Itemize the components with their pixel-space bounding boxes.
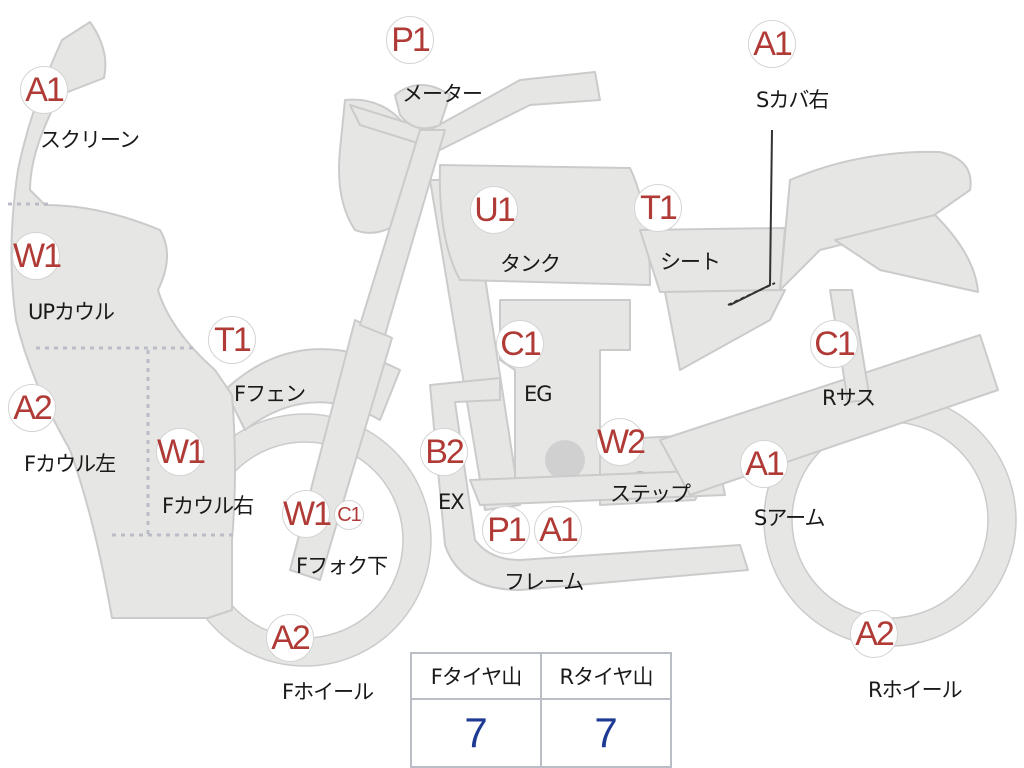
- tire-tread-table: Fタイヤ山 Rタイヤ山 7 7: [410, 652, 672, 768]
- part-label: Rホイール: [868, 678, 963, 702]
- grade-badge: C1: [810, 320, 858, 368]
- grade-badge: A1: [748, 20, 796, 68]
- part-label: ステップ: [610, 482, 691, 506]
- grade-badge-secondary: A1: [534, 506, 582, 554]
- grade-badge: A1: [20, 66, 68, 114]
- part-label: Fカウル右: [162, 494, 254, 518]
- grade-badge: C1: [496, 320, 544, 368]
- part-label: フレーム: [504, 570, 584, 594]
- part-label: メーター: [402, 82, 483, 106]
- part-label: タンク: [500, 252, 561, 276]
- grade-badge: P1: [482, 506, 530, 554]
- grade-badge: W1: [282, 490, 332, 538]
- grade-badge: A2: [8, 384, 56, 432]
- part-label: Fカウル左: [24, 452, 116, 476]
- grade-badge: T1: [634, 184, 682, 232]
- part-label: シート: [660, 250, 721, 274]
- part-label: Fホイール: [282, 680, 374, 704]
- grade-badge: A2: [266, 614, 314, 662]
- part-label: Fフェン: [234, 382, 306, 406]
- grade-badge: B2: [420, 428, 468, 476]
- rear-tire-tread-value: 7: [540, 698, 672, 768]
- part-label: Rサス: [822, 386, 876, 410]
- grade-badge: T1: [208, 316, 256, 364]
- front-tire-tread-header: Fタイヤ山: [410, 652, 542, 700]
- part-label: EX: [438, 490, 465, 514]
- part-label: スクリーン: [40, 128, 140, 152]
- grade-badge: A1: [740, 440, 788, 488]
- grade-badge: W2: [596, 418, 646, 466]
- grade-badge: W1: [156, 428, 206, 476]
- part-label: EG: [524, 382, 553, 406]
- rear-tire-tread-header: Rタイヤ山: [540, 652, 672, 700]
- grade-badge: P1: [386, 16, 434, 64]
- grade-badge: W1: [12, 232, 62, 280]
- part-label: Fフォク下: [296, 554, 388, 578]
- part-label: Sアーム: [754, 506, 825, 530]
- part-label: Sカバ右: [756, 88, 829, 112]
- grade-badge-secondary: C1: [334, 500, 364, 530]
- front-tire-tread-value: 7: [410, 698, 542, 768]
- part-label: UPカウル: [28, 300, 115, 324]
- grade-badge: U1: [470, 186, 518, 234]
- grade-badge: A2: [850, 610, 898, 658]
